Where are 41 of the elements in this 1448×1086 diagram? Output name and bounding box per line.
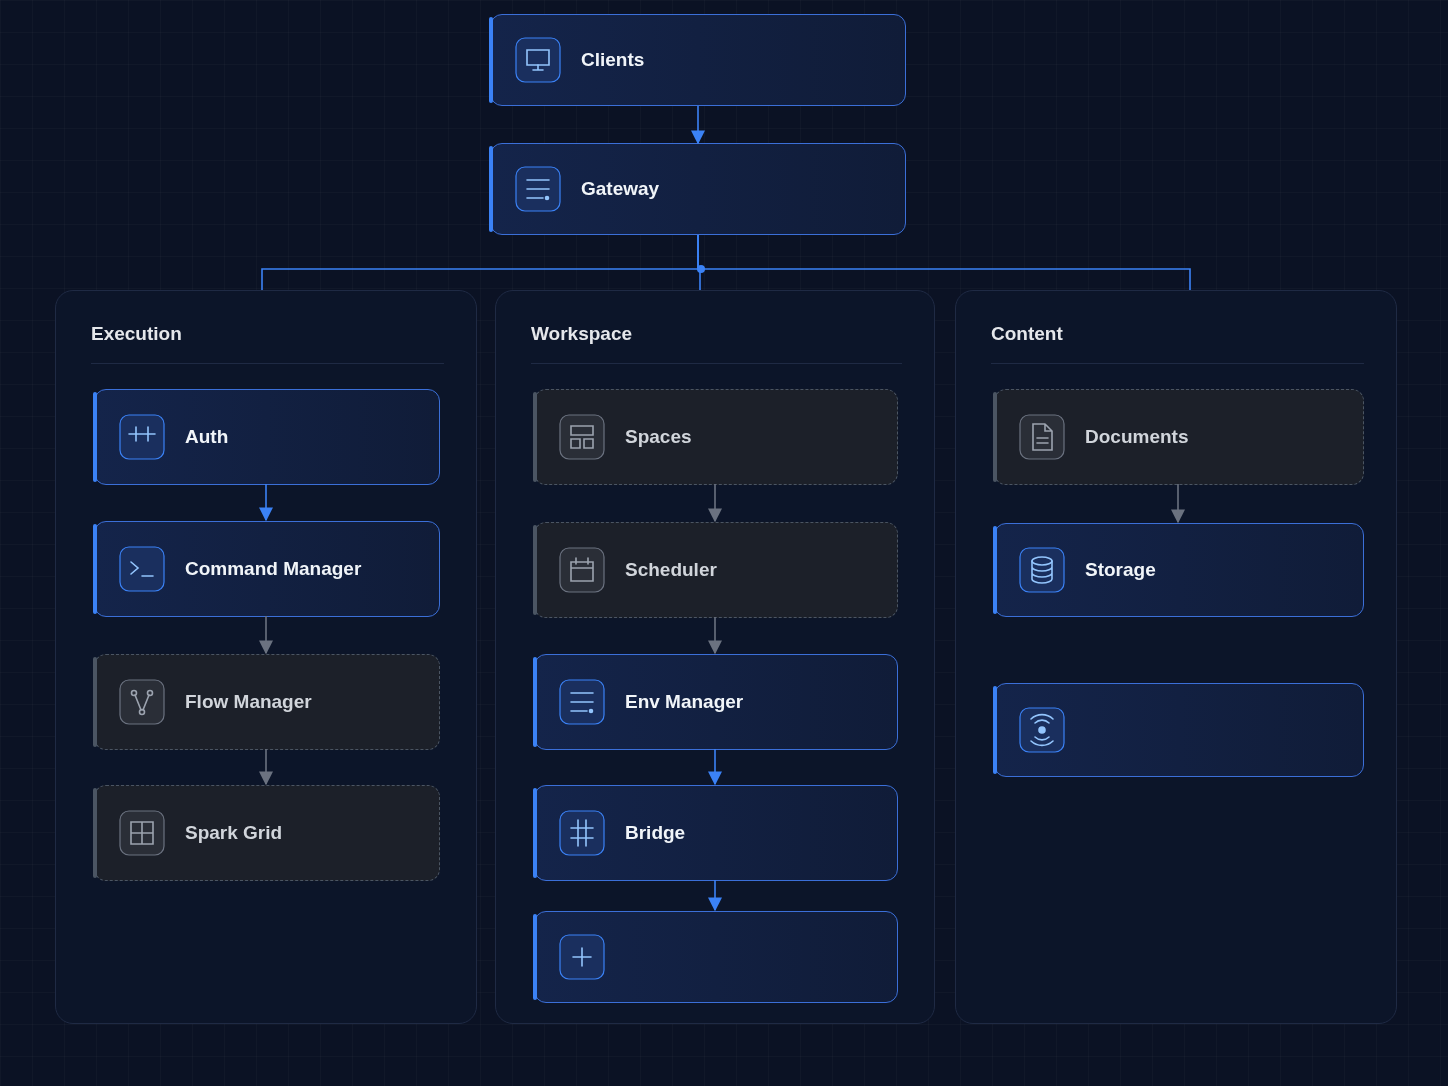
service-name: Auth xyxy=(185,426,229,448)
group-panel xyxy=(955,290,1397,1024)
group-panel xyxy=(55,290,477,1024)
service-name: Spaces xyxy=(625,426,692,448)
service-card xyxy=(490,14,906,106)
arrow xyxy=(259,483,273,522)
arrow xyxy=(1171,483,1185,524)
arrow xyxy=(708,879,722,912)
service-card xyxy=(490,143,906,235)
service-name: Bridge xyxy=(625,822,686,844)
arrow xyxy=(691,105,705,145)
group-title: Content xyxy=(991,323,1063,345)
planned-service-card xyxy=(94,785,440,881)
service-card xyxy=(534,654,898,750)
service-card xyxy=(994,523,1364,617)
group-title: Workspace xyxy=(531,323,633,345)
service-card xyxy=(94,389,440,485)
arrow xyxy=(259,615,273,655)
planned-service-card xyxy=(94,654,440,750)
arrow xyxy=(708,616,722,655)
service-name: Documents xyxy=(1085,426,1189,448)
group-panel xyxy=(495,290,935,1024)
arrow xyxy=(708,748,722,786)
service-card xyxy=(534,911,898,1003)
planned-service-card xyxy=(534,522,898,618)
service-name: Spark Grid xyxy=(185,822,283,844)
service-name: Command Manager xyxy=(185,558,362,580)
planned-service-card xyxy=(994,389,1364,485)
planned-service-card xyxy=(534,389,898,485)
arrow xyxy=(259,748,273,786)
service-card xyxy=(534,785,898,881)
service-card xyxy=(94,521,440,617)
service-name: Env Manager xyxy=(625,691,744,713)
service-card xyxy=(994,683,1364,777)
service-name: Scheduler xyxy=(625,559,717,581)
arrow xyxy=(708,483,722,523)
group-title: Execution xyxy=(91,323,182,345)
service-name: Gateway xyxy=(581,178,660,200)
service-name: Flow Manager xyxy=(185,691,312,713)
service-name: Clients xyxy=(581,49,645,71)
service-name: Storage xyxy=(1085,559,1156,581)
